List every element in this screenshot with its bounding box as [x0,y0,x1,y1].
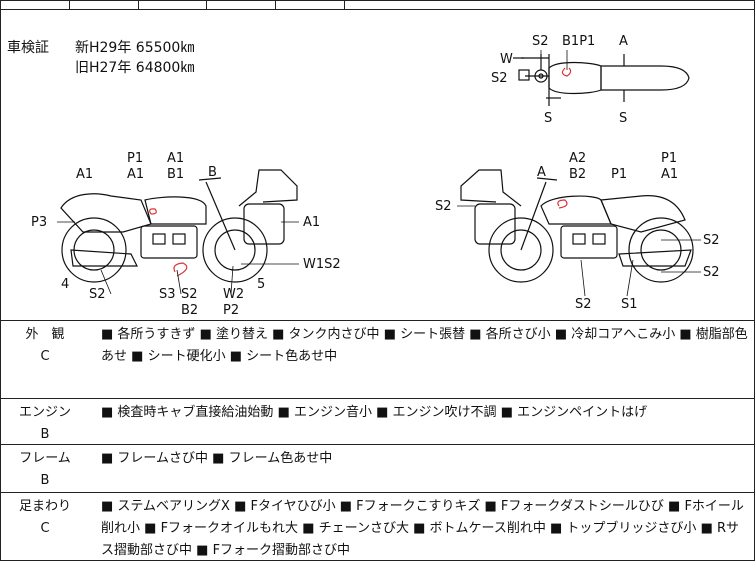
category-cell: 足まわり C [1,493,89,540]
list-item: ■ Fフォーク摺動部さび中 [196,543,351,558]
label: S2 [89,287,106,302]
inspection-new: 新H29年 65500㎞ [75,40,195,56]
label: B1 [167,167,184,182]
detail-list: ■ 各所うすきず ■ 塗り替え ■ タンク内さび中 ■ シート張替 ■ 各所さび… [101,324,749,368]
label: A1 [167,151,184,166]
list-item: ■ Fホイール削れ小 [101,499,744,536]
label: A1 [76,167,93,182]
label: S2 [575,297,592,312]
inspection-old: 旧H27年 64800㎞ [75,60,195,76]
category-cell: 外 観 C [1,321,89,368]
label: P1 [611,167,627,182]
section-suspension: 足まわり C ■ ステムベアリングX ■ Fタイヤひび小 ■ Fフォークこすりキ… [1,492,754,561]
section-exterior: 外 観 C ■ 各所うすきず ■ 塗り替え ■ タンク内さび中 ■ シート張替 … [1,320,754,399]
detail-list: ■ ステムベアリングX ■ Fタイヤひび小 ■ Fフォークこすりキズ ■ Fフォ… [101,496,749,562]
label: W2 [223,287,244,302]
label: P2 [223,303,239,318]
category-grade: B [40,473,50,488]
label: 5 [257,277,265,292]
label: B1P1 [562,34,595,49]
category-grade: C [40,521,50,536]
list-item: ■ 冷却コアへこみ小 [554,327,676,342]
list-item: ■ フレーム色あせ中 [212,451,333,466]
list-item: ■ シート色あせ中 [229,349,338,364]
label: 4 [61,277,69,292]
right-view-bike [460,169,694,283]
label: B2 [569,167,586,182]
right-view-labels: A2 A B2 P1 P1 A1 S2 S2 S2 S2 S1 [435,151,720,312]
list-item: ■ タンク内さび中 [272,327,380,342]
left-view-bike [60,169,298,283]
label: A1 [127,167,144,182]
list-item: ■ エンジン音小 [277,405,372,420]
list-item: ■ ステムベアリングX [101,499,230,514]
label: S2 [532,34,549,49]
label: B2 [181,303,198,318]
label: S2 [703,233,720,248]
list-item: ■ 樹脂部色あせ [101,327,748,364]
list-item: ■ Fフォークオイルもれ大 [144,521,299,536]
label: A1 [303,215,320,230]
list-item: ■ チェーンさび大 [302,521,409,536]
label: S2 [435,199,452,214]
detail-list: ■ フレームさび中 ■ フレーム色あせ中 [101,448,749,470]
label: S2 [491,71,508,86]
list-item: ■ Rサス摺動部さび中 [101,521,740,558]
list-item: ■ Fタイヤひび小 [234,499,336,514]
label: S3 [159,287,176,302]
top-view-labels: S2 B1P1 A W S2 S S [491,34,628,126]
list-item: ■ エンジンペイントはげ [500,405,648,420]
left-view-labels: P1 A1 A1 B1 B A1 P3 A1 W1S2 4 S2 S3 S2 W… [31,151,341,318]
list-item: ■ 各所さび小 [469,327,551,342]
list-item: ■ シート硬化小 [131,349,226,364]
label: S1 [621,297,638,312]
label: A [537,165,546,180]
top-view-bike [513,54,690,106]
list-item: ■ Fフォークこすりキズ [339,499,481,514]
category-cell: フレーム B [1,445,89,492]
label: P1 [127,151,143,166]
list-item: ■ 各所うすきず [101,327,196,342]
category-name: フレーム [19,451,71,466]
header-strip [1,1,754,10]
label: P1 [661,151,677,166]
list-item: ■ フレームさび中 [101,451,209,466]
section-engine: エンジン B ■ 検査時キャブ直接給油始動 ■ エンジン音小 ■ エンジン吹け不… [1,398,754,445]
motorcycle-diagrams: S2 B1P1 A W S2 S S [31,34,720,318]
inspection-label: 車検証 [7,40,49,56]
label: S [544,111,552,126]
list-item: ■ シート張替 [383,327,466,342]
category-name: 外 観 [25,327,65,342]
list-item: ■ 塗り替え [199,327,268,342]
category-name: 足まわり [18,499,71,514]
category-grade: B [40,427,50,442]
label: S2 [181,287,198,302]
label: S [619,111,627,126]
label: A [619,34,628,49]
list-item: ■ Fフォークダストシールひび [484,499,664,514]
label: A1 [661,167,678,182]
detail-list: ■ 検査時キャブ直接給油始動 ■ エンジン音小 ■ エンジン吹け不調 ■ エンジ… [101,402,749,424]
category-cell: エンジン B [1,399,89,446]
damage-diagram: 車検証 新H29年 65500㎞ 旧H27年 64800㎞ [1,10,754,320]
label: S2 [703,265,720,280]
label: P3 [31,215,47,230]
leader-lines [57,50,701,297]
list-item: ■ 検査時キャブ直接給油始動 [101,405,274,420]
section-frame: フレーム B ■ フレームさび中 ■ フレーム色あせ中 [1,444,754,493]
list-item: ■ エンジン吹け不調 [376,405,497,420]
label: W1S2 [303,257,341,272]
category-name: エンジン [18,405,71,420]
list-item: ■ トップブリッジさび小 [550,521,697,536]
category-grade: C [40,349,50,364]
label: W [500,52,513,67]
list-item: ■ ボトムケース削れ中 [413,521,546,536]
label: A2 [569,151,586,166]
label: B [208,165,217,180]
